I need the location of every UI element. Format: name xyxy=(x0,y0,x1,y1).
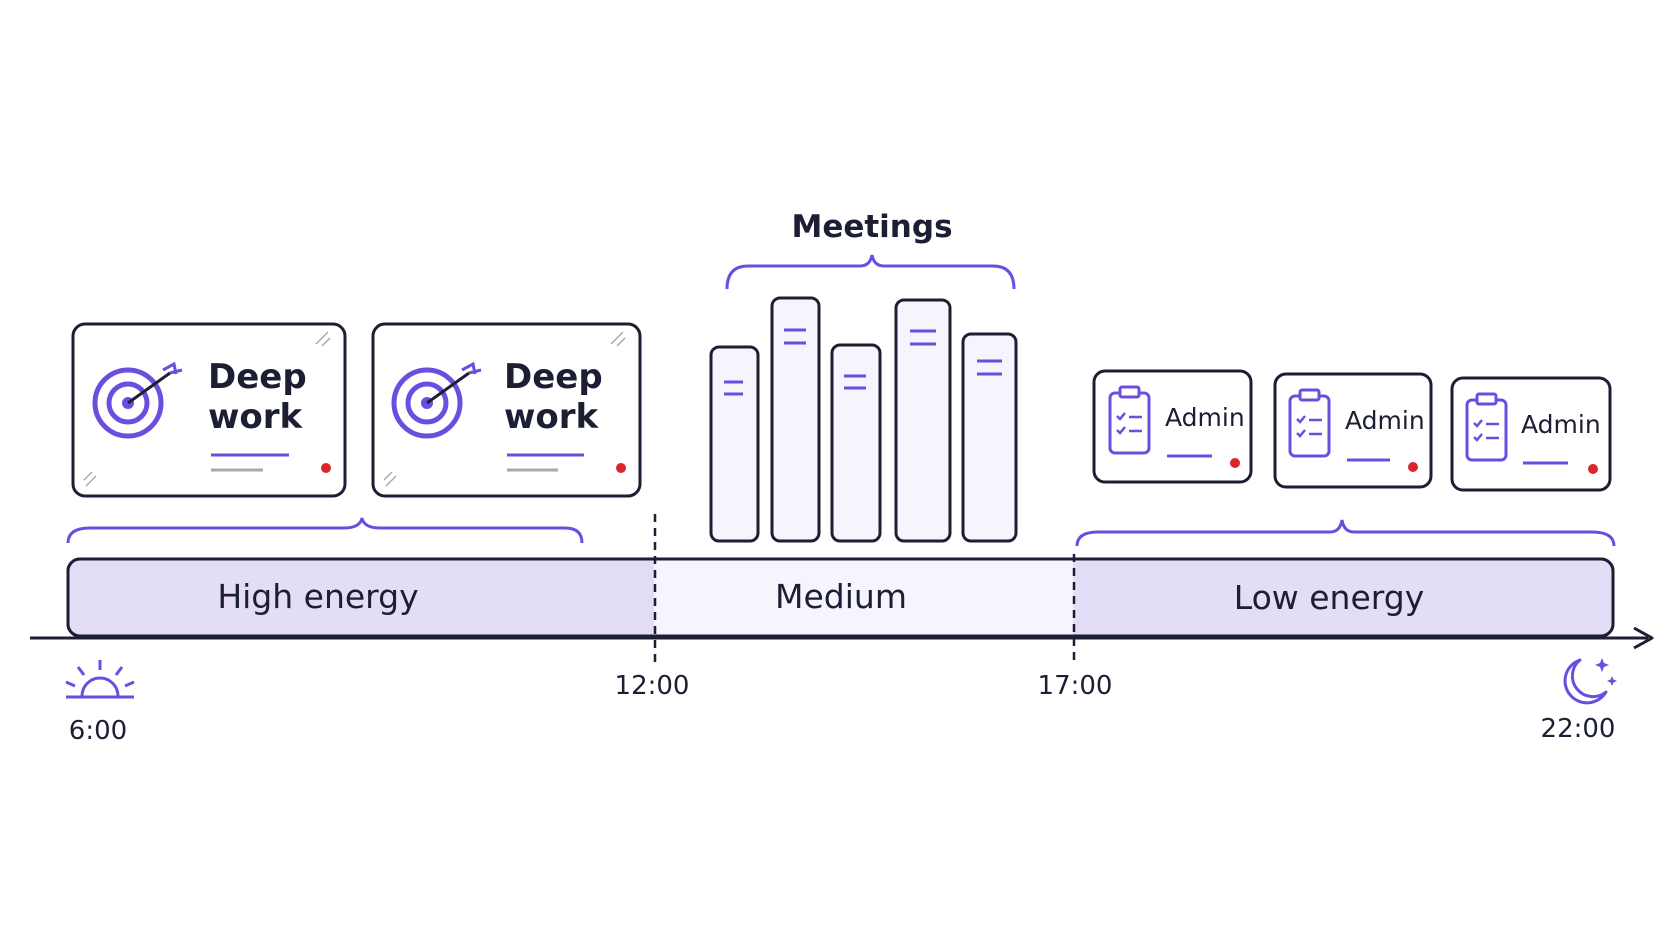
meeting-block xyxy=(709,345,760,543)
status-dot xyxy=(616,463,626,473)
low-energy-label: Low energy xyxy=(1234,578,1424,617)
low-energy-brace xyxy=(1075,519,1616,547)
deep-work-title-line2: work xyxy=(208,397,304,437)
time-axis xyxy=(30,626,1654,650)
meeting-block xyxy=(961,332,1018,543)
status-dot xyxy=(1408,462,1418,472)
clipboard-checklist-icon xyxy=(1465,392,1508,462)
target-arrow-icon xyxy=(391,361,482,439)
admin-card: Admin xyxy=(1273,372,1433,489)
moon-stars-icon xyxy=(1563,658,1617,705)
time-label-6: 6:00 xyxy=(69,716,127,746)
high-energy-zone xyxy=(68,559,654,636)
admin-label: Admin xyxy=(1521,410,1601,439)
axis-arrow-icon xyxy=(1633,626,1654,650)
meeting-block xyxy=(894,298,952,543)
deep-work-title-line1: Deep xyxy=(208,357,307,397)
energy-zones: High energy Medium Low energy xyxy=(66,557,1615,638)
time-label-12: 12:00 xyxy=(615,671,690,701)
high-energy-brace xyxy=(66,517,584,544)
meeting-block xyxy=(770,296,821,543)
corner-mark xyxy=(610,331,626,347)
deep-work-title-line2: work xyxy=(504,397,600,437)
deep-work-title-line1: Deep xyxy=(504,357,603,397)
low-energy-zone xyxy=(1073,559,1613,636)
time-label-22: 22:00 xyxy=(1541,714,1616,744)
deep-work-card: Deep work xyxy=(371,322,642,498)
medium-energy-label: Medium xyxy=(775,577,907,616)
status-dot xyxy=(1588,464,1598,474)
target-arrow-icon xyxy=(92,361,183,439)
admin-card: Admin xyxy=(1092,369,1253,484)
time-label-17: 17:00 xyxy=(1038,671,1113,701)
corner-mark xyxy=(315,331,331,347)
status-dot xyxy=(1230,458,1240,468)
deep-work-card: Deep work xyxy=(71,322,347,498)
meetings-brace xyxy=(725,254,1016,290)
admin-label: Admin xyxy=(1345,406,1425,435)
status-dot xyxy=(321,463,331,473)
clipboard-checklist-icon xyxy=(1288,388,1331,458)
corner-mark xyxy=(83,471,97,487)
admin-card: Admin xyxy=(1450,376,1612,492)
sunrise-icon xyxy=(65,660,135,699)
corner-mark xyxy=(383,471,397,487)
meeting-block xyxy=(830,343,882,543)
meetings-label: Meetings xyxy=(791,209,952,245)
clipboard-checklist-icon xyxy=(1108,385,1151,455)
admin-label: Admin xyxy=(1165,403,1245,432)
high-energy-label: High energy xyxy=(217,577,418,616)
